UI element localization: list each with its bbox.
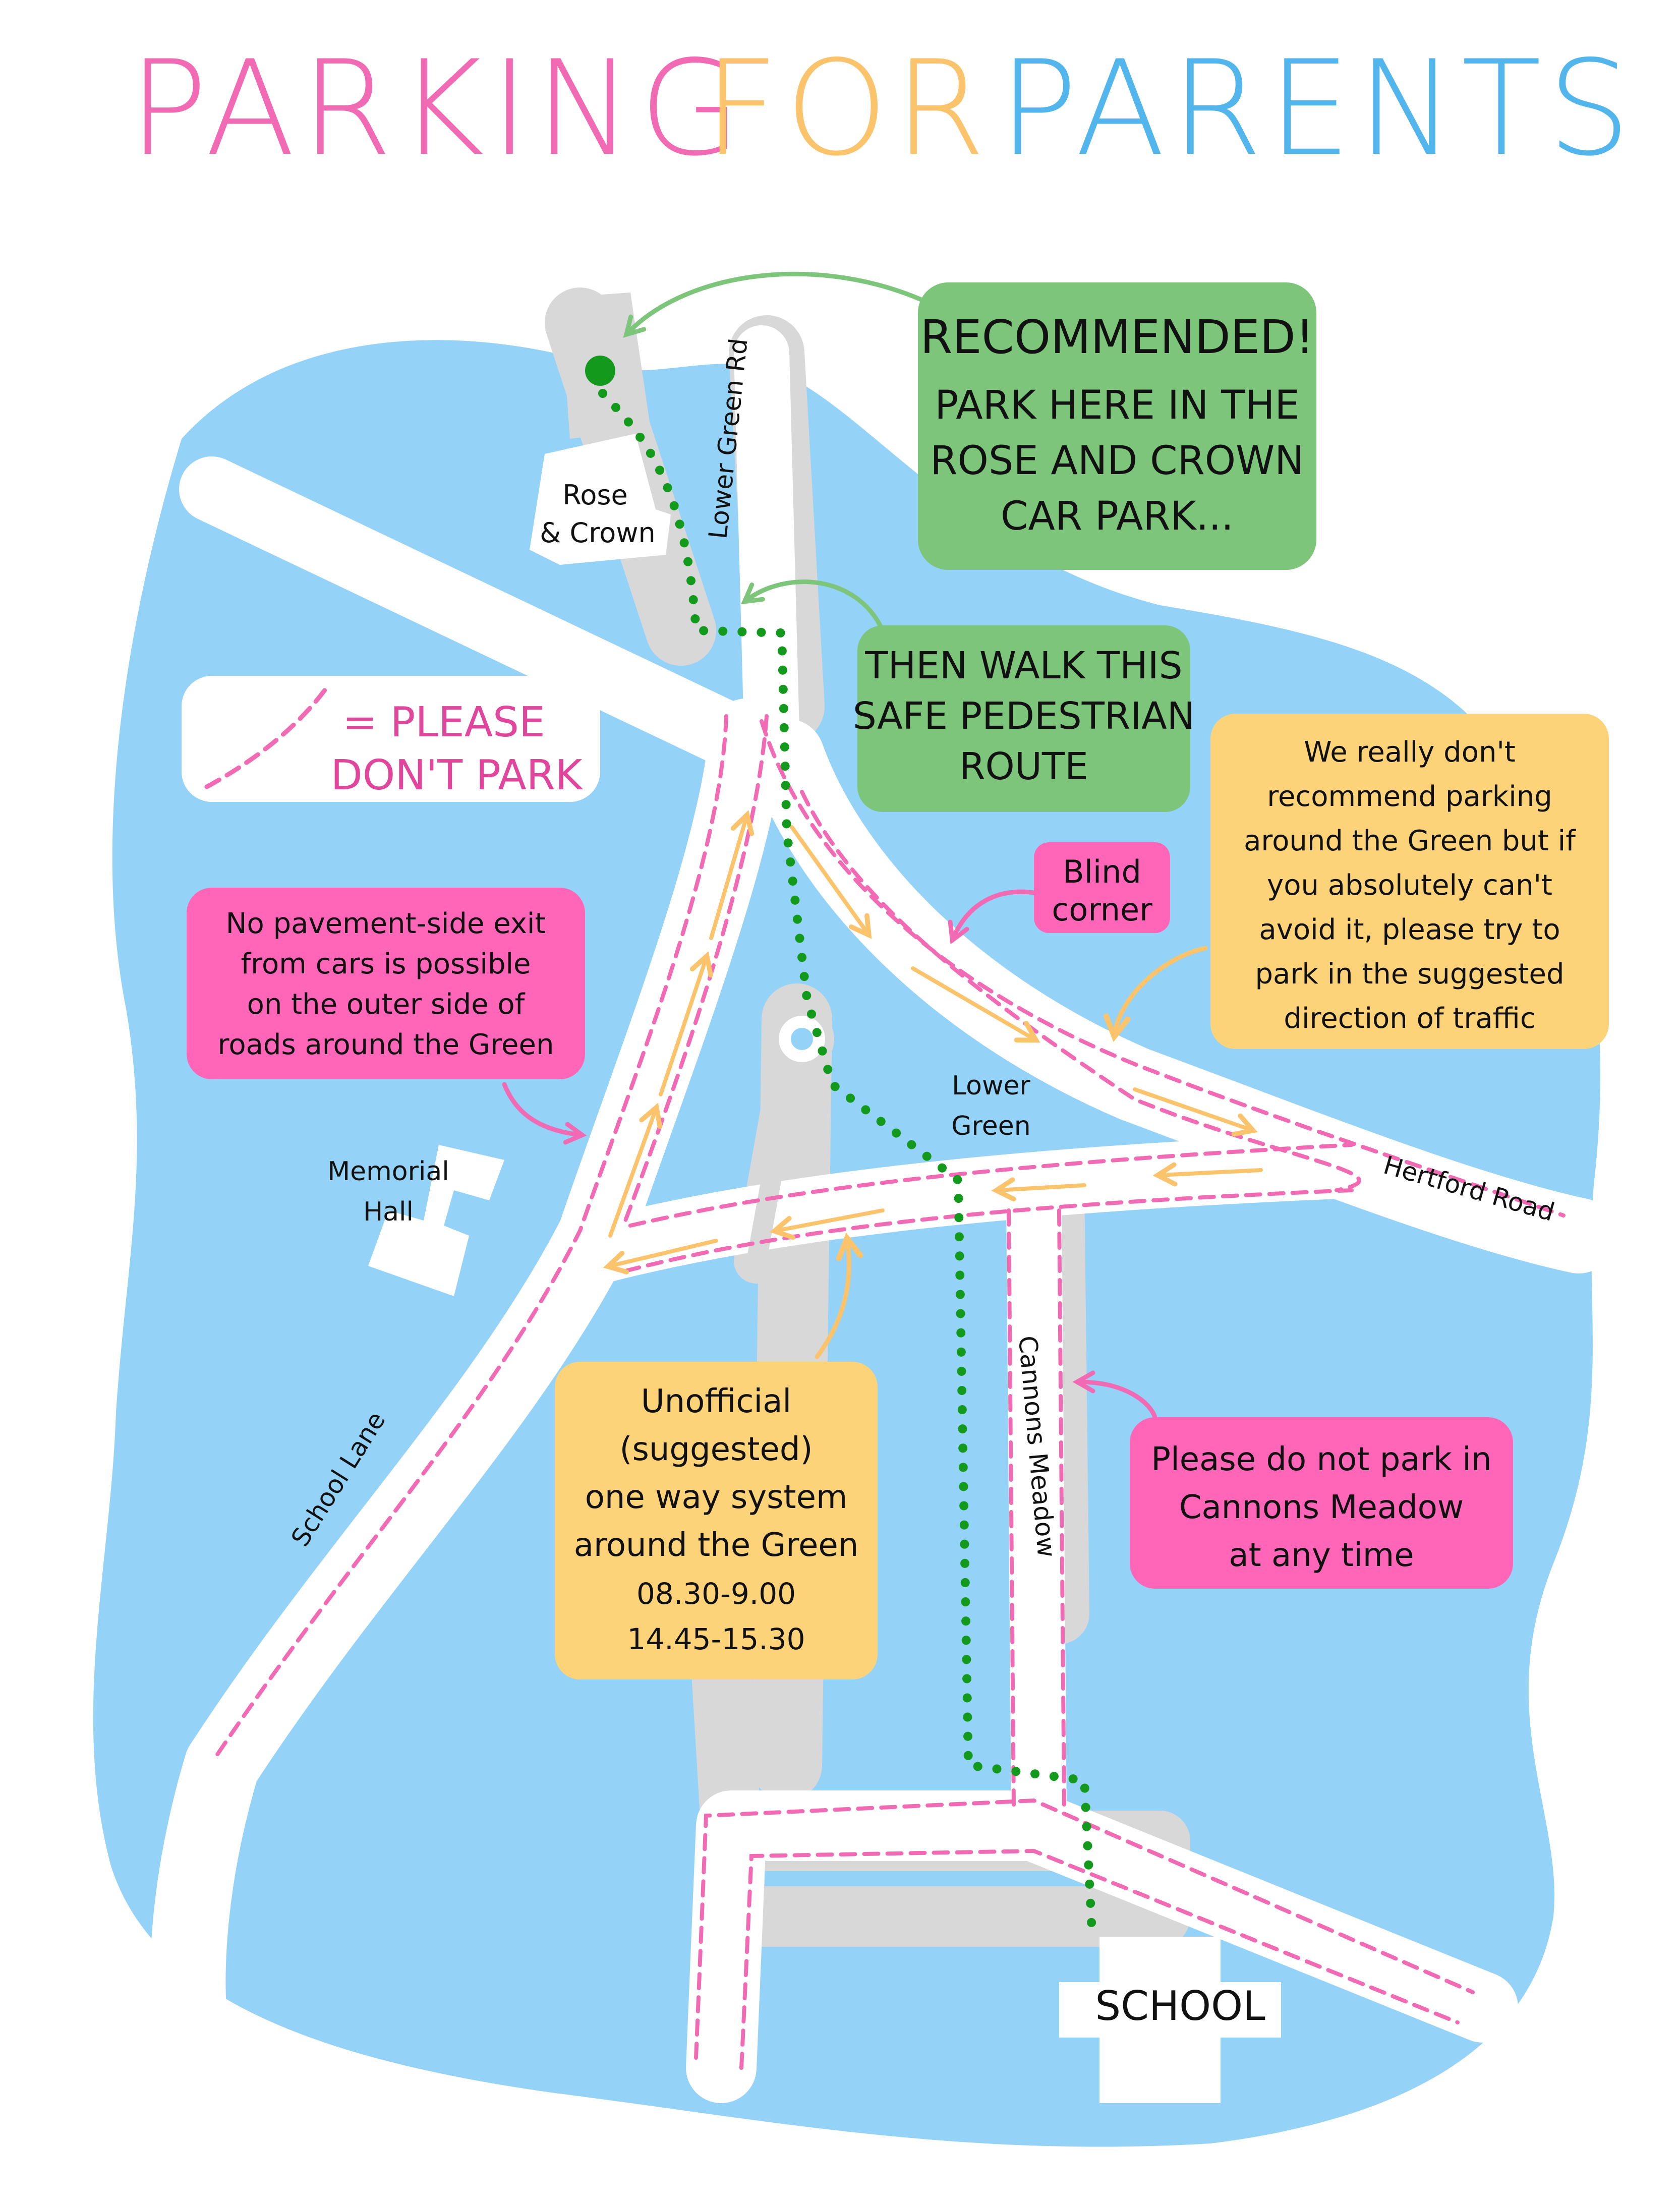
one-way-arrow (603, 1239, 718, 1274)
one-way-times: 08.30-9.00 (636, 1577, 796, 1611)
one-way-line: one way system (585, 1479, 848, 1516)
road-east-of-green (749, 719, 1616, 1273)
lower-green-label: Green (951, 1111, 1030, 1141)
callout-green-advice: We really don't recommend parking around… (1210, 714, 1609, 1049)
pavement-line: No pavement-side exit (226, 907, 546, 940)
blind-corner-line: corner (1052, 891, 1152, 928)
memorial-hall-building (368, 1145, 504, 1296)
rose-crown-label: Rose (562, 479, 628, 511)
school-building (1059, 1937, 1281, 2103)
one-way-arrow (769, 1208, 885, 1240)
road-green-path (746, 1029, 807, 1271)
green-advice-line: you absolutely can't (1267, 869, 1552, 902)
road-school-junction (686, 1790, 1518, 2103)
cannons-line: Please do not park in (1151, 1441, 1491, 1478)
one-way-arrow (790, 825, 872, 939)
pavement-line: roads around the Green (218, 1028, 554, 1061)
callout-pavement: No pavement-side exit from cars is possi… (187, 888, 585, 1079)
recommended-line: PARK HERE IN THE (935, 383, 1299, 428)
green-advice-line: We really don't (1304, 736, 1516, 769)
green-advice-line: around the Green but if (1244, 825, 1576, 857)
callout-recommended: RECOMMENDED! PARK HERE IN THE ROSE AND C… (918, 282, 1316, 570)
green-advice-line: park in the suggested (1255, 958, 1564, 991)
legend-box: = PLEASE DON'T PARK (182, 676, 600, 802)
callout-blind-corner: Blind corner (1034, 842, 1170, 933)
title-word-parking: PARKING (129, 33, 747, 185)
one-way-arrow (659, 951, 713, 1096)
walk-route-line: ROUTE (959, 745, 1088, 788)
legend-no-park-dash (204, 683, 330, 789)
legend-line: DON'T PARK (331, 751, 584, 799)
cannons-line: Cannons Meadow (1179, 1489, 1464, 1526)
pointer-arrows (502, 271, 1208, 1420)
one-way-line: (suggested) (620, 1431, 813, 1468)
road-cannons-meadow (1006, 1173, 1067, 1843)
memorial-hall-label: Memorial (327, 1156, 449, 1187)
blind-corner-line: Blind (1063, 853, 1141, 890)
one-way-arrow (608, 1103, 663, 1238)
green-advice-line: avoid it, please try to (1259, 913, 1560, 946)
one-way-line: around the Green (574, 1527, 859, 1564)
rose-crown-label: & Crown (540, 517, 655, 549)
pavement-line: from cars is possible (241, 948, 531, 980)
walk-pointer-arrow (741, 579, 885, 633)
one-way-arrow (1152, 1162, 1263, 1187)
green-advice-line: recommend parking (1267, 780, 1552, 813)
one-way-line: Unofficial (641, 1383, 791, 1420)
one-way-arrow (991, 1177, 1086, 1202)
callout-one-way: Unofficial (suggested) one way system ar… (555, 1362, 878, 1679)
place-labels: Rose & Crown Lower Green Memorial Hall S… (327, 479, 1265, 2029)
callout-walk-route: THEN WALK THIS SAFE PEDESTRIAN ROUTE (853, 625, 1195, 812)
memorial-hall-label: Hall (363, 1197, 414, 1227)
title-word-parents: PARENTS (999, 33, 1637, 185)
one-way-arrows (603, 810, 1263, 1274)
walk-route-line: SAFE PEDESTRIAN (853, 694, 1195, 738)
car-park-marker (585, 356, 615, 386)
title-word-for: FOR (704, 33, 992, 185)
green-advice-pointer-arrow (1103, 946, 1208, 1042)
recommended-line: CAR PARK... (1001, 494, 1234, 539)
map-title: PARKING FOR PARENTS (129, 33, 1637, 185)
rose-and-crown-building (530, 434, 671, 565)
one-way-arrow (1133, 1087, 1258, 1137)
school-label: SCHOOL (1095, 1983, 1265, 2029)
one-way-arrow (709, 810, 755, 940)
one-way-times: 14.45-15.30 (627, 1622, 805, 1656)
pavement-pointer-arrow (502, 1082, 587, 1145)
callout-cannons-meadow: Please do not park in Cannons Meadow at … (1130, 1417, 1513, 1589)
green-advice-line: direction of traffic (1284, 1002, 1535, 1035)
one-way-arrow (911, 966, 1040, 1043)
road-west-of-green (150, 699, 784, 2080)
recommended-pointer-arrow (623, 271, 931, 338)
one-way-pointer-arrow (815, 1232, 863, 1359)
blind-corner-pointer-arrow (948, 889, 1036, 945)
legend-line: = PLEASE (342, 699, 545, 746)
cannons-pointer-arrow (1072, 1370, 1157, 1420)
walk-route-line: THEN WALK THIS (864, 644, 1182, 687)
recommended-heading: RECOMMENDED! (920, 310, 1314, 364)
pavement-line: on the outer side of (247, 988, 526, 1021)
road-lower-green-rd (734, 325, 799, 759)
roundabout-centre (791, 1028, 813, 1050)
recommended-line: ROSE AND CROWN (930, 438, 1304, 484)
lower-green-label: Lower (952, 1071, 1030, 1101)
no-parking-lines (215, 714, 1566, 2070)
cannons-line: at any time (1229, 1537, 1414, 1574)
road-top-left (179, 456, 764, 769)
